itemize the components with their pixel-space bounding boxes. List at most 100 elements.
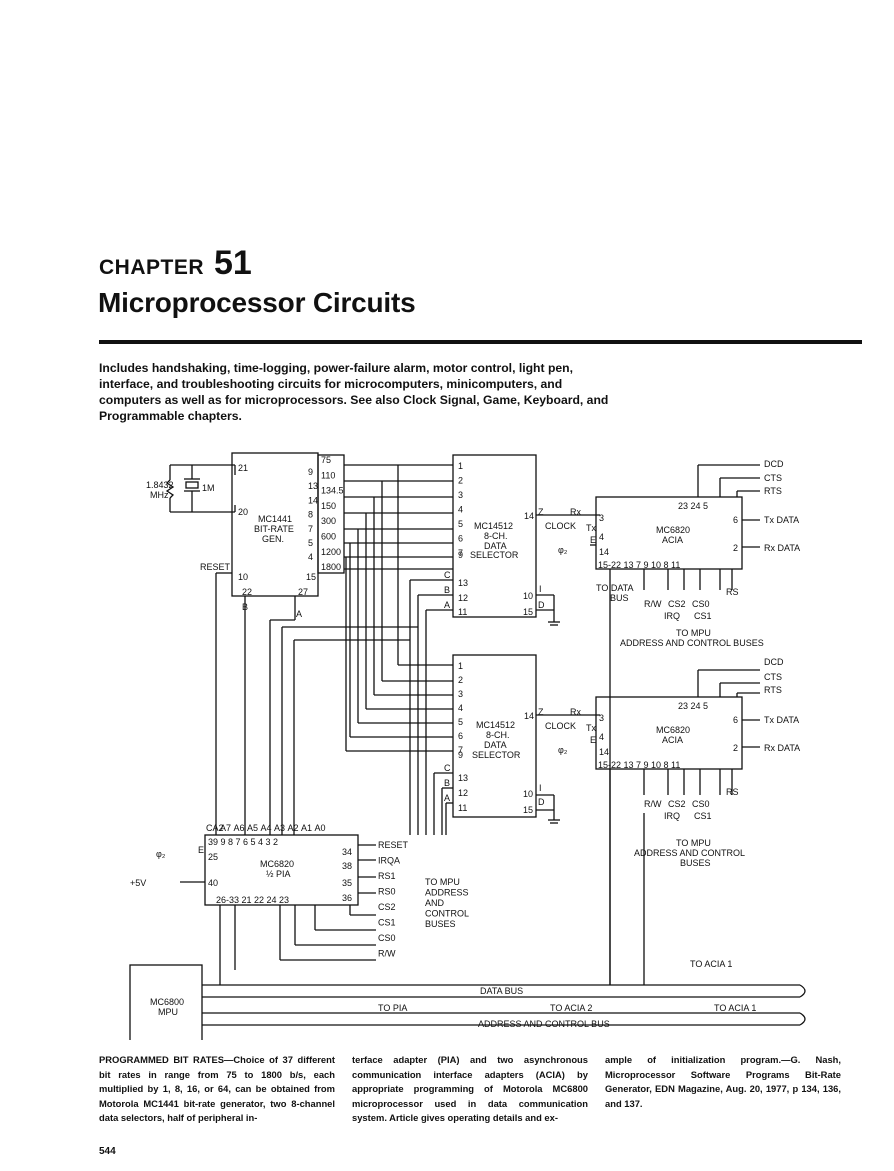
pia-pin: 36 — [342, 893, 352, 903]
acia1-phi: φ₂ — [558, 545, 568, 555]
sel1-pin: 5 — [458, 519, 463, 529]
acia2-dcd: DCD — [764, 657, 784, 667]
pia-ca2: CA2 — [206, 823, 224, 833]
sel2-label: SELECTOR — [472, 750, 521, 760]
acia2-pins: 23 24 5 — [678, 701, 708, 711]
sel1-pin: 13 — [458, 578, 468, 588]
acia1-pins: 15-22 13 7 9 10 8 11 — [598, 560, 680, 570]
brg-pin: 22 — [242, 587, 252, 597]
sel1-label: DATA — [484, 541, 507, 551]
pia-pin: 35 — [342, 878, 352, 888]
sel2-pin: 3 — [458, 689, 463, 699]
acia2-pin: 4 — [599, 732, 604, 742]
acia1-tompu: TO MPU — [676, 628, 711, 638]
brg-pin: 21 — [238, 463, 248, 473]
sel1-pin: 14 — [524, 511, 534, 521]
reset-label: RESET — [200, 562, 231, 572]
brg-pin: 14 — [308, 495, 318, 505]
bit-rate-label: 600 — [321, 532, 336, 542]
acia1-pin: 6 — [733, 515, 738, 525]
sel2-pin: 6 — [458, 731, 463, 741]
sel2-d: D — [538, 797, 545, 807]
pia-5v: +5V — [130, 878, 146, 888]
sel2-pin: 10 — [523, 789, 533, 799]
resistor-label: 1M — [202, 483, 215, 493]
crystal-unit: MHz — [150, 490, 169, 500]
acia2-rx: Rx — [570, 707, 581, 717]
sel2-pin: 14 — [524, 711, 534, 721]
sel2-pin: 2 — [458, 675, 463, 685]
acia1-rxdata: Rx DATA — [764, 543, 800, 553]
pia-name: MC6820 — [260, 859, 294, 869]
sel2-label: 8-CH. — [486, 730, 510, 740]
brg-label: GEN. — [262, 534, 284, 544]
chapter-number: 51 — [214, 244, 252, 282]
pia-tompu-label: ADDRESS — [425, 888, 469, 898]
acia1-cts: CTS — [764, 473, 782, 483]
pia-control-label: RS1 — [378, 871, 396, 881]
acia2-irq: IRQ — [664, 811, 680, 821]
acia2-txdata: Tx DATA — [764, 715, 799, 725]
sel2-name: MC14512 — [476, 720, 515, 730]
chapter-heading: CHAPTER 51 — [99, 244, 252, 283]
sel1-b: B — [444, 585, 450, 595]
mpu-label: MPU — [158, 1007, 178, 1017]
pia-pin: 40 — [208, 878, 218, 888]
sel1-pin: 3 — [458, 490, 463, 500]
brg-pin: 5 — [308, 538, 313, 548]
chapter-title: Microprocessor Circuits — [98, 287, 416, 318]
sel1-label: 8-CH. — [484, 531, 508, 541]
bit-rate-label: 1200 — [321, 547, 341, 557]
pia-address-label: A4 — [261, 823, 272, 833]
data-bus-label: DATA BUS — [480, 986, 523, 996]
acia2-cs1: CS1 — [694, 811, 712, 821]
to-acia2-label: TO ACIA 2 — [550, 1003, 592, 1013]
sel2-pin: 15 — [523, 805, 533, 815]
acia2-name: MC6820 — [656, 725, 690, 735]
acia1-label: ACIA — [662, 535, 683, 545]
acia1-cs0: CS0 — [692, 599, 710, 609]
brg-pin: 10 — [238, 572, 248, 582]
bit-rate-label: 110 — [321, 470, 335, 480]
acia1-clock: CLOCK — [545, 521, 576, 531]
acia2-tompu: TO MPU — [676, 838, 711, 848]
sel2-pin: 12 — [458, 788, 468, 798]
sel1-pin: 1 — [458, 461, 463, 471]
pia-address-label: A5 — [247, 823, 258, 833]
pia-e: E — [198, 845, 204, 855]
acia1-txdata: Tx DATA — [764, 515, 799, 525]
brg-pin: 20 — [238, 507, 248, 517]
to-acia1-label: TO ACIA 1 — [714, 1003, 756, 1013]
crystal-freq: 1.8432 — [146, 480, 174, 490]
brg-label: BIT-RATE — [254, 524, 294, 534]
acia2-rts: RTS — [764, 685, 782, 695]
sel2-pin: 5 — [458, 717, 463, 727]
brg-pin: 9 — [308, 467, 313, 477]
sel1-c: C — [444, 570, 451, 580]
pia-control-label: CS2 — [378, 902, 396, 912]
pia-control-label: RESET — [378, 840, 409, 850]
acia2-pin: 14 — [599, 747, 609, 757]
acia2-cs0: CS0 — [692, 799, 710, 809]
acia1-tx: Tx — [586, 523, 596, 533]
pia-address-label: A7 — [220, 823, 231, 833]
acia1-addr: ADDRESS AND CONTROL BUSES — [620, 638, 764, 648]
brg-pin: 13 — [308, 481, 318, 491]
acia1-bus: BUS — [610, 593, 629, 603]
brg-name: MC1441 — [258, 514, 292, 524]
acia2-rs: RS — [726, 787, 739, 797]
acia1-irq: IRQ — [664, 611, 680, 621]
acia1-cs1: CS1 — [694, 611, 712, 621]
pia-phi: φ₂ — [156, 849, 166, 859]
acia1-pin: 4 — [599, 532, 604, 542]
sel1-pin: 6 — [458, 534, 463, 544]
sel1-pin: 4 — [458, 505, 463, 515]
brg-b-output: B — [242, 602, 248, 612]
sel1-pin: 11 — [458, 607, 467, 617]
body-column-2: terface adapter (PIA) and two asynchrono… — [352, 1054, 588, 1123]
sel1-i: I — [539, 584, 542, 594]
chapter-word: CHAPTER — [99, 256, 205, 279]
sel1-a: A — [444, 600, 450, 610]
pia-tompu-label: TO MPU — [425, 877, 460, 887]
sel1-pin: 15 — [523, 607, 533, 617]
